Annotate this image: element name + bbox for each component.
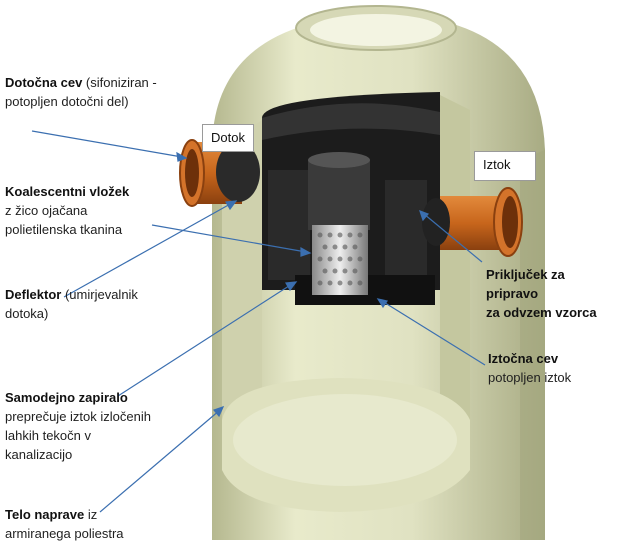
label-dotocna-cev: Dotočna cev (sifoniziran - potopljen dot… — [5, 73, 195, 111]
label-dotocna-cev-title: Dotočna cev — [5, 75, 83, 90]
label-koalescentni-desc-2: polietilenska tkanina — [5, 222, 123, 237]
label-koalescentni-title: Koalescentni vložek — [5, 184, 130, 199]
label-samodejno-title: Samodejno zapiralo — [5, 390, 128, 405]
iztok-box: Iztok — [474, 151, 536, 181]
label-telo-title: Telo naprave — [5, 507, 85, 522]
inlet-pipe — [179, 139, 260, 207]
label-deflektor-desc-1: (umirjevalnik — [61, 287, 138, 302]
label-iztocna-cev-title: Iztočna cev — [488, 351, 559, 366]
leader-line-iztocna-cev — [381, 300, 486, 366]
label-samodejno: Samodejno zapiralo preprečuje iztok izlo… — [5, 388, 205, 464]
leader-line-koalescentni — [151, 224, 307, 253]
label-koalescentni-desc-1: z žico ojačana — [5, 203, 88, 218]
leader-line-telo — [99, 409, 221, 513]
label-deflektor: Deflektor (umirjevalnik dotoka) — [5, 285, 190, 323]
leader-line-dotocna-cev — [31, 130, 183, 158]
dotok-box: Dotok — [202, 124, 254, 152]
outlet-pipe — [422, 187, 523, 257]
label-samodejno-desc-1: preprečuje iztok izločenih — [5, 409, 151, 424]
label-deflektor-title: Deflektor — [5, 287, 62, 302]
label-samodejno-desc-3: kanalizacijo — [5, 447, 73, 462]
label-prikljucek-title-1: Priključek za pripravo — [486, 267, 565, 301]
label-telo-desc-2: armiranega poliestra — [5, 526, 124, 541]
label-iztocna-cev: Iztočna cev potopljen iztok — [488, 349, 616, 387]
label-prikljucek-title-2: za odvzem vzorca — [486, 305, 597, 320]
label-telo-desc-1: iz — [84, 507, 98, 522]
label-samodejno-desc-2: lahkih tekočn v — [5, 428, 91, 443]
label-dotocna-cev-desc-1: (sifoniziran - — [82, 75, 157, 90]
leader-line-samodejno — [117, 283, 293, 397]
label-deflektor-desc-2: dotoka) — [5, 306, 49, 321]
label-prikljucek: Priključek za pripravo za odvzem vzorca — [486, 265, 618, 322]
leader-lines — [31, 130, 486, 513]
internal-chambers — [268, 170, 435, 305]
device-body — [212, 5, 545, 540]
leader-line-deflektor — [63, 202, 233, 298]
leader-line-prikljucek — [423, 213, 483, 263]
label-iztocna-cev-desc-1: potopljen iztok — [488, 370, 572, 385]
label-dotocna-cev-desc-2: potopljen dotočni del) — [5, 94, 129, 109]
coalescent-insert — [308, 152, 370, 295]
label-telo: Telo naprave iz armiranega poliestra — [5, 505, 185, 543]
label-koalescentni: Koalescentni vložek z žico ojačana polie… — [5, 182, 185, 239]
